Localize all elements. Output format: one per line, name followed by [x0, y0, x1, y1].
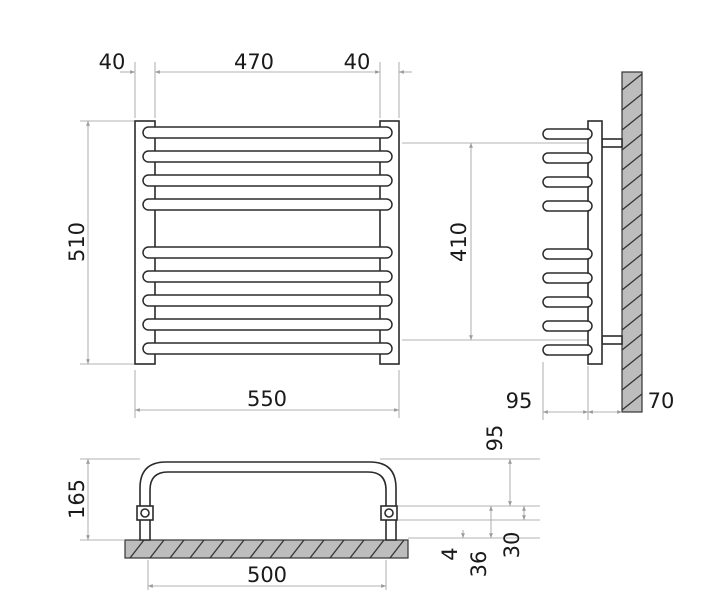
- wall-bracket-bottom: [601, 335, 623, 345]
- u-shaped-bar: [139, 461, 397, 541]
- dim-side-depth: 95: [506, 389, 533, 413]
- front-rails: [142, 126, 393, 355]
- rail-end: [542, 200, 593, 212]
- side-view: 95 70: [506, 71, 675, 420]
- dim-wall-offset: 70: [648, 389, 675, 413]
- rail: [142, 342, 393, 355]
- dim-bracket-height: 95: [483, 425, 507, 452]
- rail: [142, 150, 393, 163]
- wall-hatching: [621, 73, 643, 411]
- rail: [142, 270, 393, 283]
- rail: [142, 246, 393, 259]
- dim-floor-gap-a: 4: [438, 547, 462, 560]
- dim-top-right: 40: [344, 50, 371, 74]
- rail-end: [542, 128, 593, 140]
- wall-bracket-top: [601, 138, 623, 148]
- bracket-screw: [140, 508, 150, 518]
- dim-floor-gap-c: 30: [500, 532, 524, 559]
- rail-end: [542, 320, 593, 332]
- rail-end: [542, 296, 593, 308]
- rail-end: [542, 176, 593, 188]
- dim-front-height: 510: [65, 222, 89, 262]
- dim-floor-gap-b: 36: [467, 551, 491, 578]
- floor: [124, 539, 409, 559]
- bottom-view: 165 500 95 4 36 30: [65, 425, 540, 590]
- dim-rail-spacing: 410: [447, 222, 471, 262]
- rail: [142, 174, 393, 187]
- dim-bottom-height: 165: [65, 479, 89, 519]
- rail-end: [542, 272, 593, 284]
- rail-end: [542, 344, 593, 356]
- dim-overall-width: 550: [247, 387, 287, 411]
- rail: [142, 318, 393, 331]
- front-view: 40 470 40 510 550 410: [65, 50, 600, 418]
- floor-hatching: [129, 539, 405, 559]
- rail-end: [542, 248, 593, 260]
- rail: [142, 126, 393, 139]
- rail: [142, 198, 393, 211]
- bracket-screw: [384, 508, 394, 518]
- side-rails: [542, 128, 593, 356]
- dim-base-width: 500: [247, 563, 287, 587]
- dim-top-middle: 470: [234, 50, 274, 74]
- rail: [142, 294, 393, 307]
- dim-top-left: 40: [99, 50, 126, 74]
- rail-end: [542, 152, 593, 164]
